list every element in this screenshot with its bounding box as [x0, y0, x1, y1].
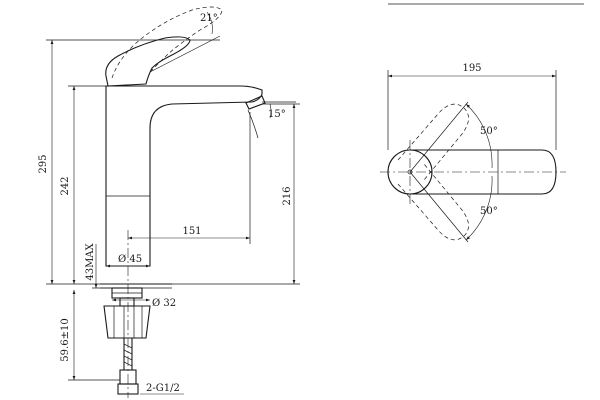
- spout-angle-label: 15°: [268, 109, 286, 120]
- mounting-nut: [103, 305, 151, 339]
- shank-length-label: 59.6±10: [60, 318, 71, 361]
- spout-body: [105, 85, 263, 267]
- upper-angle-arc: [465, 103, 493, 169]
- handle-angle-arc: [206, 11, 213, 35]
- upper-angle-ray: [409, 101, 469, 173]
- reach-label: 151: [182, 226, 201, 237]
- spout-height-label: 242: [60, 176, 71, 195]
- side-view: 295 242 216 151 Ø 45 43MAX Ø 32 59.6±10 …: [38, 6, 300, 398]
- rotation-upper-label: 50°: [480, 126, 498, 137]
- handle-position-upper: [397, 103, 469, 181]
- aerator: [245, 95, 266, 110]
- lower-angle-arc: [465, 175, 493, 241]
- spout-angle-arc: [269, 103, 272, 119]
- thread-diameter-label: Ø 32: [152, 298, 176, 309]
- shank: [119, 297, 135, 307]
- lever-handle: [105, 36, 191, 87]
- outlet-height-label: 216: [282, 186, 293, 205]
- max-deck-label: 43MAX: [85, 242, 96, 280]
- lower-angle-ray: [409, 171, 469, 243]
- handle-angle-label: 21°: [200, 13, 218, 24]
- handle-position-lower: [397, 163, 469, 241]
- top-width-label: 195: [462, 63, 481, 74]
- total-height-label: 295: [38, 154, 49, 173]
- connection-label: 2-G1/2: [146, 383, 180, 394]
- base-diameter-label: Ø 45: [118, 254, 142, 265]
- stream-line: [247, 109, 259, 139]
- rotation-lower-label: 50°: [480, 206, 498, 217]
- handle-angle-line: [149, 35, 221, 73]
- top-view: 195 50° 50°: [380, 3, 584, 243]
